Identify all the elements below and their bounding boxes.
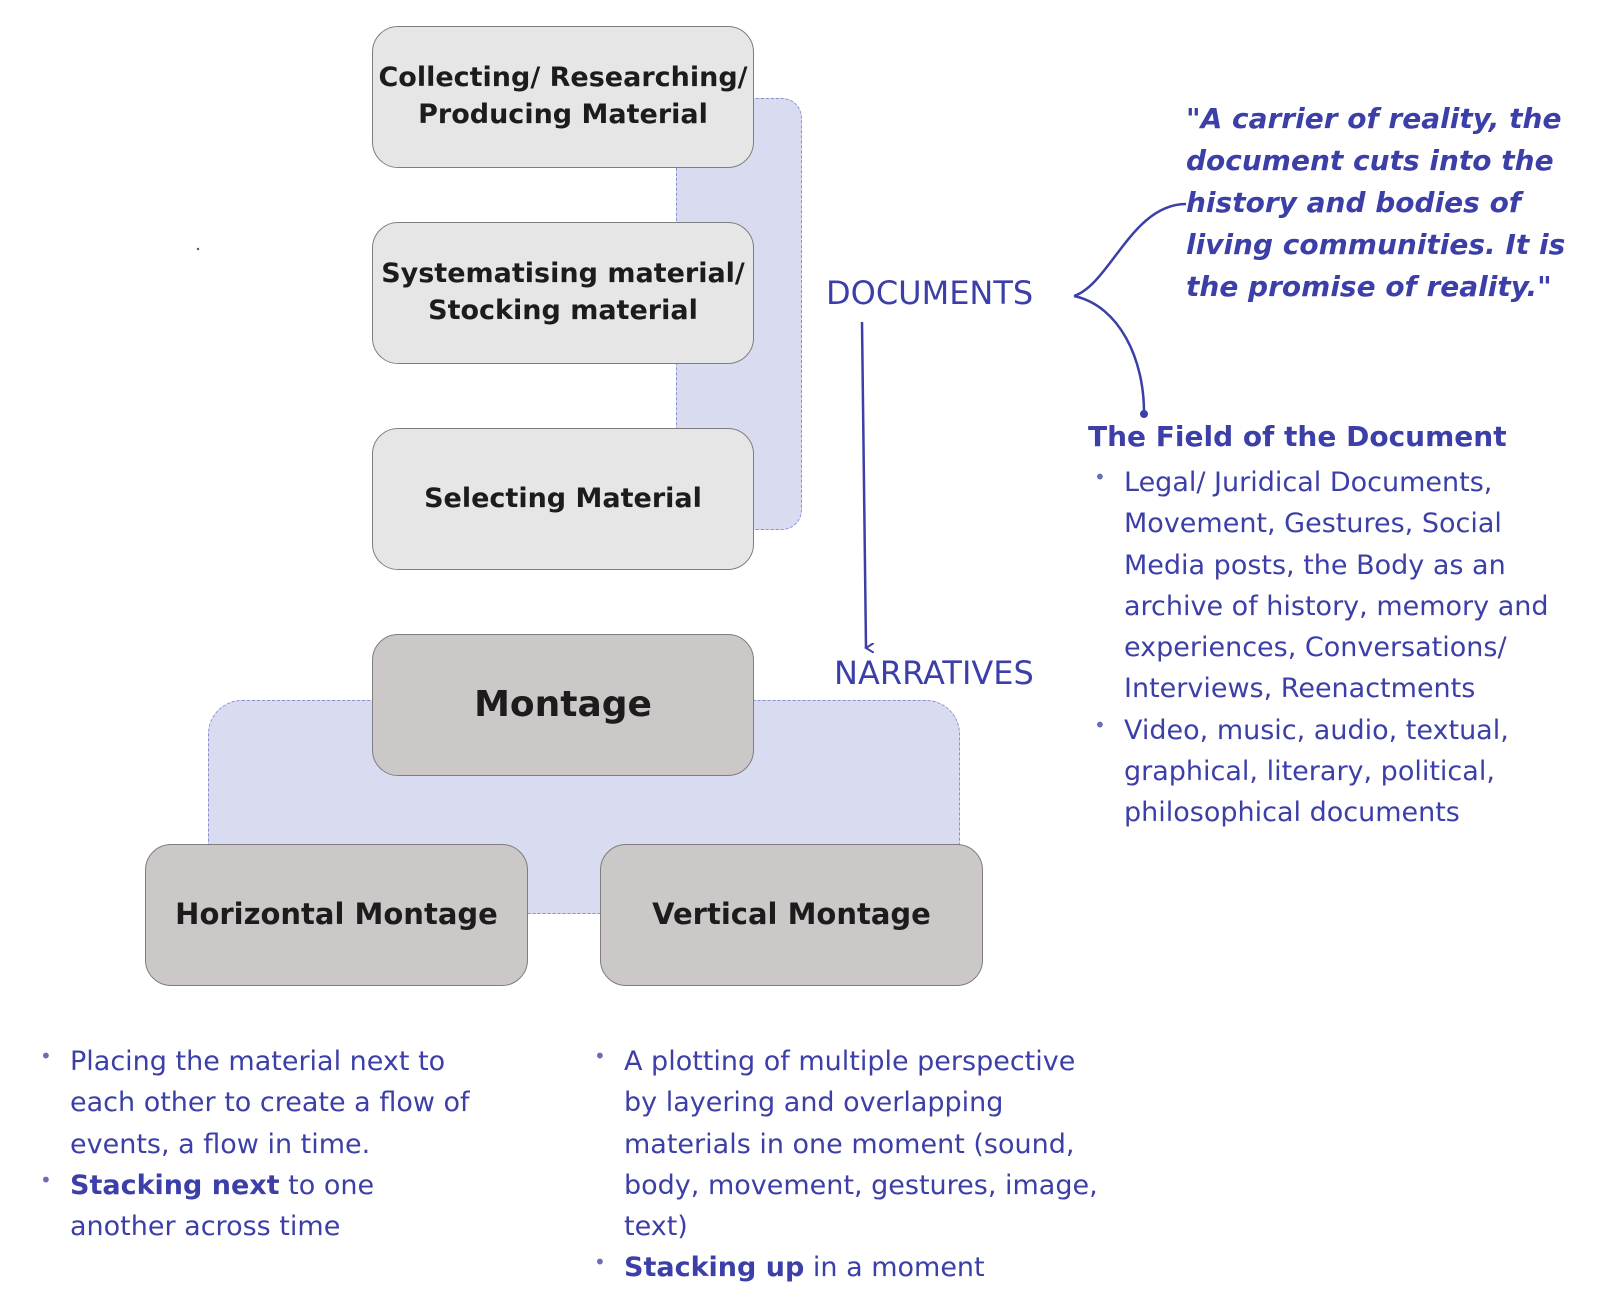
montage-box: Montage [372, 634, 754, 776]
montage-label: Montage [474, 683, 652, 725]
horizontal-montage-notes: Placing the material next to each other … [38, 1041, 478, 1247]
collecting-line-1: Collecting/ Researching/ [378, 62, 748, 94]
document-quote: "A carrier of reality, the document cuts… [1186, 102, 1566, 303]
collecting-line-2: Producing Material [418, 99, 708, 130]
vertical-montage-label: Vertical Montage [652, 897, 931, 932]
horizontal-montage-label: Horizontal Montage [175, 897, 498, 932]
list-item: Placing the material next to each other … [38, 1041, 478, 1165]
vertical-montage-notes: A plotting of multiple perspective by la… [592, 1041, 1112, 1289]
brace-lower-connector [1073, 294, 1146, 413]
list-item: Video, music, audio, textual, graphical,… [1092, 710, 1582, 834]
systematising-line-1: Systematising material/ [381, 258, 745, 290]
list-item: A plotting of multiple perspective by la… [592, 1041, 1112, 1247]
selecting-label: Selecting Material [424, 482, 702, 514]
horizontal-montage-box: Horizontal Montage [145, 844, 528, 986]
selecting-material-box: Selecting Material [372, 428, 754, 570]
documents-label: DOCUMENTS [826, 274, 1034, 312]
list-item: Stacking next to one another across time [38, 1165, 478, 1248]
list-item: Stacking up in a moment [592, 1247, 1112, 1288]
stray-dot [196, 247, 200, 251]
field-of-document-title: The Field of the Document [1088, 420, 1507, 453]
narratives-label: NARRATIVES [834, 654, 1034, 692]
systematising-line-2: Stocking material [428, 295, 698, 326]
field-of-document-list: Legal/ Juridical Documents, Movement, Ge… [1092, 462, 1582, 834]
brace-upper-connector [1073, 202, 1187, 298]
brace-end-dot [1140, 410, 1148, 418]
list-item: Legal/ Juridical Documents, Movement, Ge… [1092, 462, 1582, 710]
vertical-montage-box: Vertical Montage [600, 844, 983, 986]
systematising-material-box: Systematising material/ Stocking materia… [372, 222, 754, 364]
documents-to-narratives-arrow [860, 321, 866, 648]
collecting-material-box: Collecting/ Researching/ Producing Mater… [372, 26, 754, 168]
